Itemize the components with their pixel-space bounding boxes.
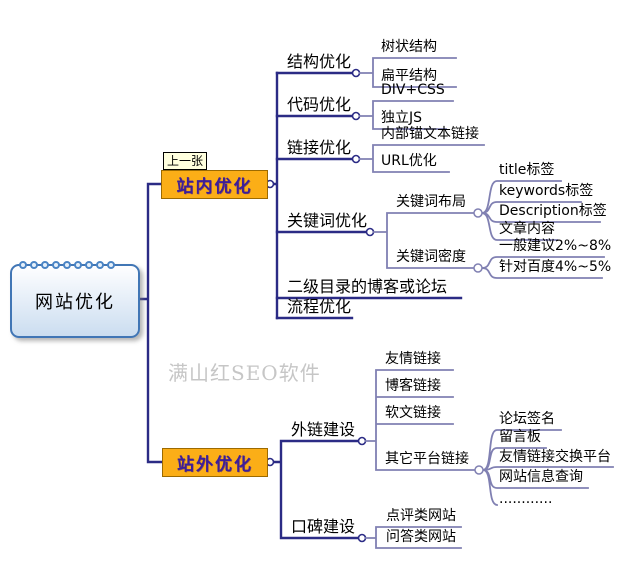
leaf-keywords-tag[interactable]: keywords标签 — [499, 183, 594, 199]
leaf-soft-article-links[interactable]: 软文链接 — [385, 405, 441, 421]
leaf-friend-links[interactable]: 友情链接 — [385, 351, 441, 367]
prev-slide-tooltip: 上一张 — [163, 152, 208, 170]
topic-other-platform-links[interactable]: 其它平台链接 — [385, 451, 469, 467]
collapse-toggle[interactable] — [357, 436, 367, 446]
leaf-blog-links[interactable]: 博客链接 — [385, 378, 441, 394]
topic-code-opt[interactable]: 代码优化 — [287, 95, 352, 114]
leaf-baidu-4-5-pct[interactable]: 针对百度4%~5% — [499, 259, 612, 275]
topic-keyword-opt[interactable]: 关键词优化 — [287, 211, 368, 230]
leaf-qa-sites[interactable]: 问答类网站 — [386, 529, 456, 545]
collapse-toggle[interactable] — [351, 68, 361, 78]
topic-external-links[interactable]: 外链建设 — [291, 420, 356, 439]
collapse-toggle[interactable] — [365, 227, 375, 237]
collapse-toggle[interactable] — [474, 465, 484, 475]
topic-structure-opt[interactable]: 结构优化 — [287, 52, 352, 71]
leaf-url-opt[interactable]: URL优化 — [381, 153, 437, 169]
sub-branch-lines — [359, 57, 614, 549]
collapse-toggle[interactable] — [473, 263, 483, 273]
leaf-tree-structure[interactable]: 树状结构 — [381, 39, 437, 55]
main-topic-onsite[interactable]: 站内优化 — [161, 170, 268, 199]
leaf-review-sites[interactable]: 点评类网站 — [386, 508, 456, 524]
leaf-standalone-js[interactable]: 独立JS — [381, 110, 423, 126]
main-topic-offsite[interactable]: 站外优化 — [162, 448, 268, 477]
collapse-toggle[interactable] — [351, 111, 361, 121]
topic-word-of-mouth[interactable]: 口碑建设 — [291, 517, 356, 536]
collapse-toggle[interactable] — [351, 154, 361, 164]
leaf-title-tag[interactable]: title标签 — [499, 162, 555, 178]
leaf-ellipsis[interactable]: ............ — [499, 491, 553, 507]
leaf-internal-anchor-links[interactable]: 内部锚文本链接 — [381, 126, 479, 142]
topic-keyword-layout[interactable]: 关键词布局 — [396, 194, 466, 210]
watermark: 满山红SEO软件 — [168, 361, 321, 385]
leaf-forum-signature[interactable]: 论坛签名 — [499, 411, 555, 427]
leaf-site-info-query[interactable]: 网站信息查询 — [499, 469, 583, 485]
leaf-article-content[interactable]: 文章内容 — [499, 221, 555, 237]
leaf-description-tag[interactable]: Description标签 — [499, 203, 607, 219]
root-topic[interactable]: 网站优化 — [10, 264, 140, 338]
leaf-div-css[interactable]: DIV+CSS — [381, 82, 445, 98]
leaf-link-exchange-platform[interactable]: 友情链接交换平台 — [499, 449, 611, 465]
leaf-message-board[interactable]: 留言板 — [499, 429, 541, 445]
topic-subdir-blog-forum[interactable]: 二级目录的博客或论坛 — [287, 277, 448, 296]
leaf-general-2-8-pct[interactable]: 一般建议2%~8% — [499, 238, 612, 254]
topic-link-opt[interactable]: 链接优化 — [287, 138, 352, 157]
collapse-toggle[interactable] — [473, 208, 483, 218]
collapse-toggle[interactable] — [357, 533, 367, 543]
leaf-flat-structure[interactable]: 扁平结构 — [381, 68, 437, 84]
spiral-binding-icon — [19, 261, 129, 269]
topic-process-opt[interactable]: 流程优化 — [287, 297, 352, 316]
topic-keyword-density[interactable]: 关键词密度 — [396, 249, 466, 265]
